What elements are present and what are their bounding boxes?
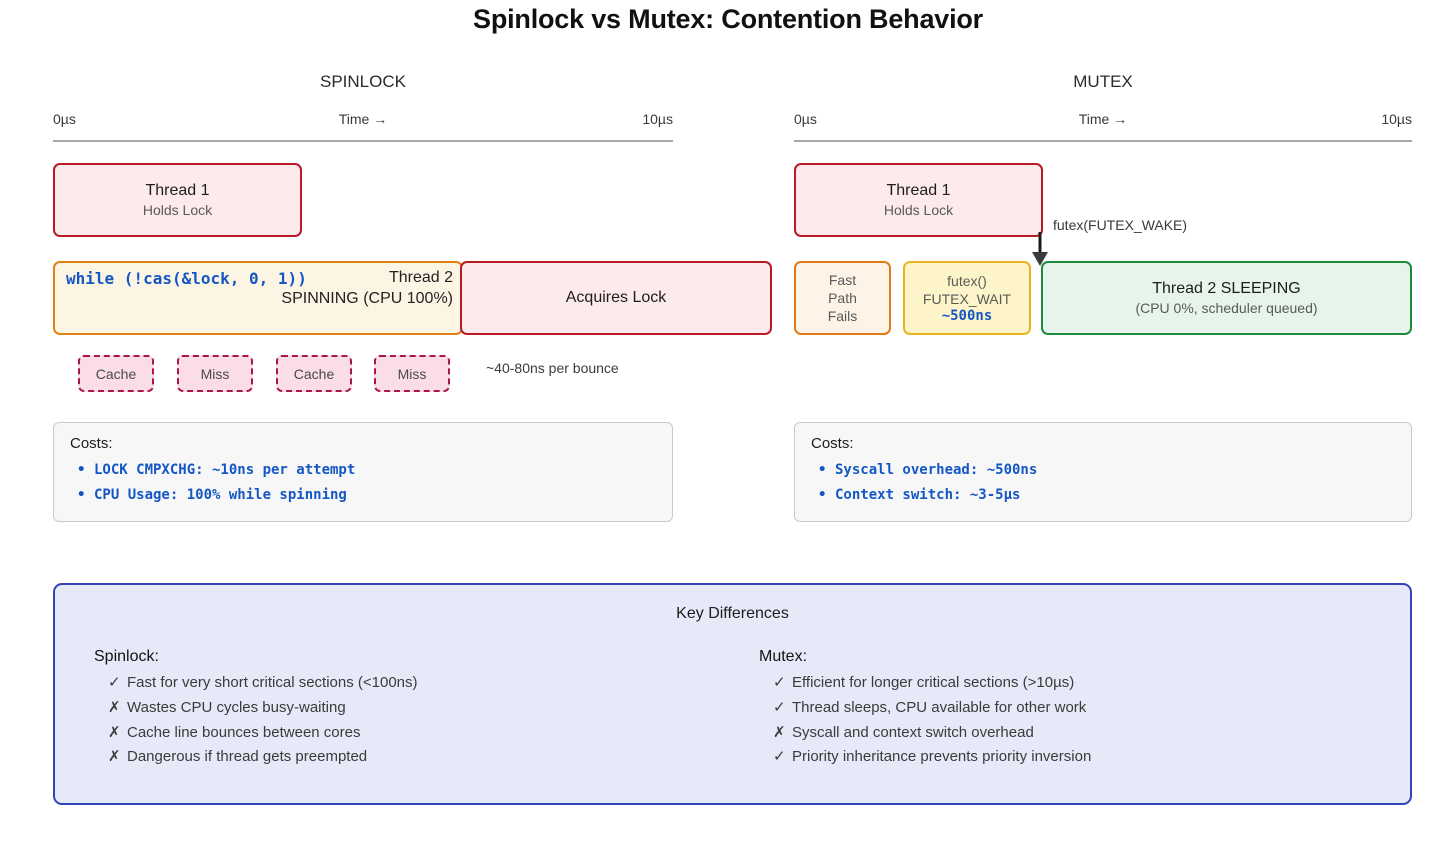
- key-differences-left-column: Spinlock: ✓ Fast for very short critical…: [94, 648, 714, 770]
- mutex-costs-list: Syscall overhead: ~500ns Context switch:…: [811, 458, 1395, 507]
- column-heading-mutex: MUTEX: [1073, 72, 1133, 91]
- key-differences-panel: Key Differences Spinlock: ✓ Fast for ver…: [53, 583, 1412, 805]
- spinlock-acquires-title: Acquires Lock: [565, 289, 667, 306]
- spinlock-thread2-labels: Thread 2 SPINNING (CPU 100%): [253, 268, 453, 310]
- key-difference-text: Fast for very short critical sections (<…: [127, 674, 418, 691]
- cache-bounce-chip-label: Miss: [200, 365, 230, 382]
- key-differences-heading: Key Differences: [676, 605, 789, 622]
- key-difference-text: Wastes CPU cycles busy-waiting: [127, 698, 346, 716]
- mutex-cost-item: Syscall overhead: ~500ns: [818, 458, 1395, 483]
- mutex-costs-title: Costs:: [811, 435, 854, 452]
- spinlock-acquires-block: Acquires Lock: [460, 261, 772, 335]
- key-differences-left-list: ✓ Fast for very short critical sections …: [94, 671, 714, 770]
- key-differences-left-title: Spinlock:: [94, 648, 159, 665]
- key-difference-item: ✓ Priority inheritance prevents priority…: [773, 745, 1399, 770]
- key-difference-text: Syscall and context switch overhead: [792, 723, 1034, 741]
- spinlock-thread2-title: Thread 2: [388, 269, 453, 286]
- mutex-axis-line: [794, 140, 1412, 142]
- key-difference-text: Efficient for longer critical sections (…: [792, 674, 1075, 691]
- spinlock-cost-item: LOCK CMPXCHG: ~10ns per attempt: [77, 458, 656, 483]
- cache-bounce-note: ~40-80ns per bounce: [486, 360, 619, 376]
- cache-bounce-chip-3: Miss: [374, 355, 450, 392]
- mutex-sleeping-sub: (CPU 0%, scheduler queued): [1135, 299, 1318, 316]
- cache-bounce-chip-label: Cache: [95, 365, 137, 382]
- cross-icon: ✗: [108, 723, 121, 741]
- mutex-futexwait-line1: futex(): [947, 272, 987, 289]
- mutex-fastpath-line2: Path: [828, 289, 857, 306]
- mutex-axis-mid: Time →: [1078, 111, 1128, 127]
- spinlock-axis-start: 0µs: [53, 111, 76, 127]
- cache-bounce-chip-label: Miss: [397, 365, 427, 382]
- spinlock-cost-item: CPU Usage: 100% while spinning: [77, 483, 656, 508]
- spinlock-spinning-block: [53, 261, 463, 335]
- key-differences-right-list: ✓ Efficient for longer critical sections…: [759, 671, 1399, 770]
- mutex-cost-item: Context switch: ~3-5µs: [818, 483, 1395, 508]
- spinlock-thread1-sub: Holds Lock: [142, 201, 213, 218]
- mutex-fastpath-block: Fast Path Fails: [794, 261, 891, 335]
- key-difference-item: ✗ Syscall and context switch overhead: [773, 721, 1399, 746]
- spinlock-axis-mid: Time →: [338, 111, 388, 127]
- key-difference-item: ✓ Fast for very short critical sections …: [108, 671, 714, 696]
- mutex-futexwait-line2: FUTEX_WAIT: [922, 291, 1012, 307]
- spinlock-thread2-sub: SPINNING (CPU 100%): [281, 289, 453, 307]
- cache-bounce-chip-label: Cache: [293, 365, 335, 382]
- check-icon: ✓: [773, 698, 786, 716]
- key-difference-text: Priority inheritance prevents priority i…: [792, 748, 1092, 766]
- futex-wake-label: futex(FUTEX_WAKE): [1053, 217, 1188, 233]
- key-difference-item: ✗ Dangerous if thread gets preempted: [108, 745, 714, 770]
- key-difference-item: ✗ Cache line bounces between cores: [108, 721, 714, 746]
- cross-icon: ✗: [108, 748, 121, 766]
- spinlock-axis-line: [53, 140, 673, 142]
- mutex-axis-start: 0µs: [794, 111, 817, 127]
- mutex-thread1-sub: Holds Lock: [883, 201, 954, 218]
- spinlock-axis-end: 10µs: [642, 111, 673, 127]
- spinlock-cas-code: while (!cas(&lock, 0, 1)): [66, 269, 307, 288]
- key-difference-item: ✗ Wastes CPU cycles busy-waiting: [108, 696, 714, 721]
- mutex-sleeping-block: Thread 2 SLEEPING (CPU 0%, scheduler que…: [1041, 261, 1412, 335]
- check-icon: ✓: [108, 674, 121, 691]
- cross-icon: ✗: [773, 723, 786, 741]
- mutex-sleeping-title: Thread 2 SLEEPING: [1152, 279, 1301, 297]
- check-icon: ✓: [773, 674, 786, 691]
- key-difference-item: ✓ Efficient for longer critical sections…: [773, 671, 1399, 696]
- key-difference-text: Thread sleeps, CPU available for other w…: [792, 698, 1087, 716]
- page-title: Spinlock vs Mutex: Contention Behavior: [473, 4, 983, 34]
- key-difference-item: ✓ Thread sleeps, CPU available for other…: [773, 696, 1399, 721]
- column-heading-spinlock: SPINLOCK: [320, 72, 406, 91]
- cross-icon: ✗: [108, 698, 121, 716]
- spinlock-costs-panel: Costs: LOCK CMPXCHG: ~10ns per attempt C…: [53, 422, 673, 522]
- mutex-fastpath-line1: Fast: [828, 271, 857, 288]
- key-differences-right-column: Mutex: ✓ Efficient for longer critical s…: [759, 648, 1399, 770]
- key-difference-text: Cache line bounces between cores: [127, 723, 361, 741]
- key-differences-right-title: Mutex:: [759, 648, 808, 665]
- key-difference-text: Dangerous if thread gets preempted: [127, 748, 368, 766]
- cache-bounce-chip-0: Cache: [78, 355, 154, 392]
- mutex-futexwait-block: futex() FUTEX_WAIT ~500ns: [903, 261, 1031, 335]
- spinlock-thread1-block: Thread 1 Holds Lock: [53, 163, 302, 237]
- mutex-costs-panel: Costs: Syscall overhead: ~500ns Context …: [794, 422, 1412, 522]
- spinlock-costs-list: LOCK CMPXCHG: ~10ns per attempt CPU Usag…: [70, 458, 656, 507]
- check-icon: ✓: [773, 748, 786, 766]
- mutex-futexwait-duration: ~500ns: [941, 308, 993, 325]
- mutex-thread1-title: Thread 1: [886, 181, 951, 199]
- futex-wake-arrow-icon: [1032, 232, 1048, 266]
- cache-bounce-chip-2: Cache: [276, 355, 352, 392]
- mutex-axis-end: 10µs: [1381, 111, 1412, 127]
- cache-bounce-chip-1: Miss: [177, 355, 253, 392]
- mutex-fastpath-line3: Fails: [827, 308, 858, 325]
- spinlock-costs-title: Costs:: [70, 435, 113, 452]
- mutex-thread1-block: Thread 1 Holds Lock: [794, 163, 1043, 237]
- spinlock-thread1-title: Thread 1: [145, 181, 210, 199]
